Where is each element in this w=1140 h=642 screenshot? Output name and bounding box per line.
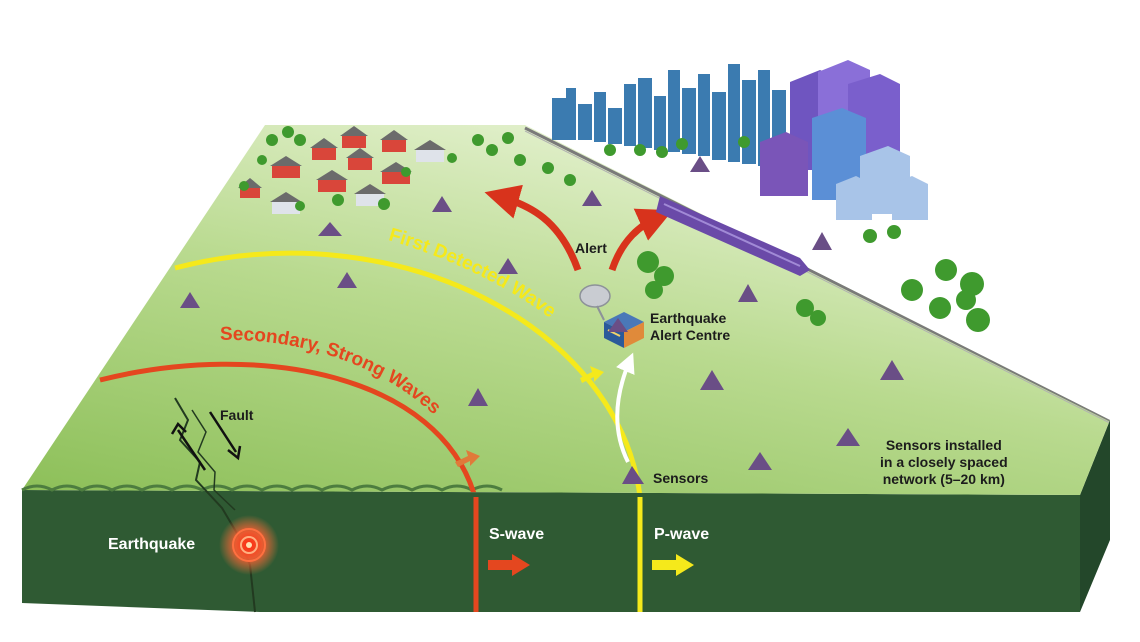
sensor-markers	[180, 156, 904, 484]
railway-track	[524, 126, 1110, 422]
houses	[238, 126, 446, 214]
s-wave-arrow	[488, 554, 530, 576]
ground-right-face	[1080, 420, 1110, 612]
satellite-dish-icon	[579, 284, 611, 321]
fault-label: Fault	[220, 407, 254, 423]
earthquake-label: Earthquake	[108, 536, 196, 553]
trees	[239, 126, 990, 332]
p-wave-surface-arrow	[580, 366, 604, 383]
fault-arrow-down	[208, 411, 242, 461]
sensor-to-centre-arrow	[615, 352, 635, 463]
s-wave-label: S-wave	[489, 526, 545, 543]
s-wave-surface-arrow	[455, 450, 480, 467]
ground-top-surface	[22, 125, 1110, 495]
sensor-network-label-line2: in a closely spaced	[880, 454, 1008, 470]
city-skyline	[552, 64, 786, 168]
ground-cross-section-edge	[21, 484, 503, 492]
alert-centre-label-line1: Earthquake	[650, 310, 727, 326]
alert-centre-label-line2: Alert Centre	[650, 327, 731, 343]
sensor-network-label-line1: Sensors installed	[885, 437, 1002, 453]
alert-centre-label: Earthquake Alert Centre	[650, 310, 730, 344]
alert-arrow-left	[484, 184, 582, 272]
p-wave-label: P-wave	[654, 526, 710, 543]
s-wave-front	[99, 361, 478, 495]
sensors-label: Sensors	[653, 470, 709, 486]
sensor-network-label: Sensors installed in a closely spaced ne…	[880, 437, 1008, 488]
sensor-network-label-line3: network (5–20 km)	[882, 471, 1005, 487]
fault-arrow-up	[170, 421, 207, 471]
ground-front-face	[22, 490, 1080, 612]
alert-arrow-right	[608, 208, 673, 272]
p-wave-arrow	[652, 554, 694, 576]
city-towers	[760, 60, 928, 220]
alert-label: Alert	[575, 240, 607, 256]
